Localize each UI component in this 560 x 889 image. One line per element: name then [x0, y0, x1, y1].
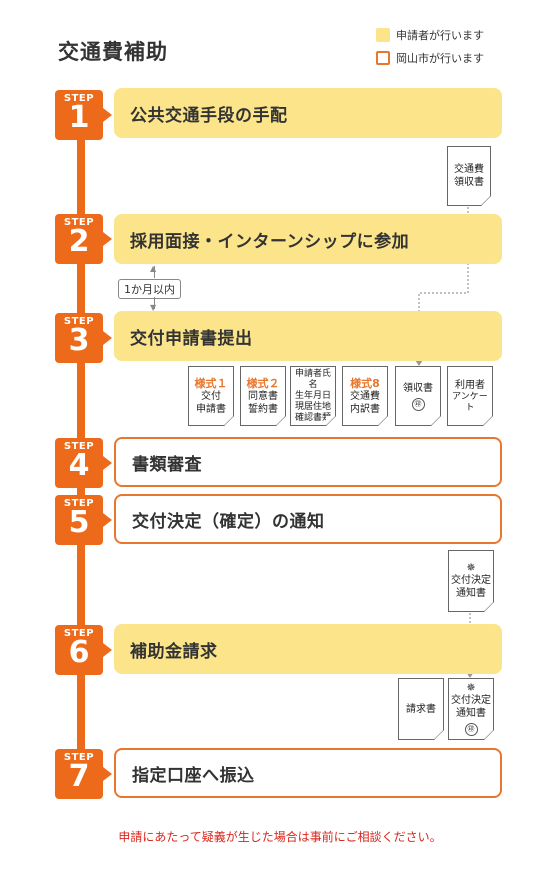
doc-decision-notice: ✵ 交付決定 通知書 — [448, 550, 494, 612]
legend-city-swatch — [376, 51, 390, 65]
doc-line: 領収書 — [454, 177, 484, 188]
step-number: 7 — [68, 759, 90, 794]
step-3-bar: 交付申請書提出 — [114, 311, 502, 361]
doc-line: 利用者 — [455, 379, 485, 391]
emblem-icon: ✵ — [466, 681, 476, 694]
legend-city-label: 岡山市が行います — [396, 52, 484, 65]
step-6-badge: STEP 6 — [55, 625, 112, 675]
step-number: 5 — [68, 505, 90, 540]
step-label: STEP — [63, 628, 95, 639]
page-title: 交通費補助 — [58, 40, 168, 64]
doc-form-number: 様式２ — [246, 376, 280, 390]
doc-id-confirmation: 申請者氏名 生年月日 現居住地 確認書類 — [290, 366, 336, 426]
arrow-up-icon: ▲ — [150, 264, 157, 273]
step-4-bar: 書類審査 — [114, 437, 502, 487]
legend-applicant-swatch — [376, 28, 390, 42]
legend-city: 岡山市が行います — [376, 50, 484, 66]
doc-line: 現居住地 — [294, 401, 331, 412]
doc-line: 交付決定 — [451, 695, 491, 706]
step-1-badge: STEP 1 — [55, 90, 112, 140]
arrow-down-icon: ▼ — [150, 303, 157, 312]
footer-note: 申請にあたって疑義が生じた場合は事前にご相談ください。 — [118, 830, 442, 844]
emblem-icon: ✵ — [466, 561, 476, 574]
duration-label: 1か月以内 — [118, 279, 181, 299]
doc-line: 交付 — [201, 390, 221, 402]
legend-applicant: 申請者が行います — [376, 27, 484, 43]
doc-line: 交通費 — [350, 390, 380, 402]
doc-form1: 様式１ 交付 申請書 — [188, 366, 234, 426]
doc-line: 内訳書 — [350, 403, 380, 415]
step-label: STEP — [63, 93, 95, 104]
doc-form8: 様式8 交通費 内訳書 — [342, 366, 388, 426]
duration-arrow-up — [154, 266, 155, 278]
step-label: STEP — [63, 217, 95, 228]
step-number: 6 — [68, 635, 90, 670]
doc-line: 請求書 — [406, 703, 436, 715]
step-5-bar: 交付決定（確定）の通知 — [114, 494, 502, 544]
stamp-icon: ㊞ — [465, 723, 478, 736]
step-label: STEP — [63, 441, 95, 452]
step-2-bar: 採用面接・インターンシップに参加 — [114, 214, 502, 264]
doc-receipt: 領収書 ㊞ — [395, 366, 441, 426]
doc-line: 領収書 — [403, 382, 433, 394]
step-number: 1 — [68, 100, 90, 135]
doc-line: アンケート — [452, 391, 488, 413]
doc-decision-notice-2: ✵ 交付決定 通知書 ㊞ — [448, 678, 494, 740]
doc-invoice: 請求書 — [398, 678, 444, 740]
doc-form-number: 様式１ — [194, 376, 228, 390]
legend-applicant-label: 申請者が行います — [396, 29, 484, 42]
step-5-badge: STEP 5 — [55, 495, 112, 545]
doc-line: 交通費 — [454, 164, 484, 175]
step-number: 4 — [68, 448, 90, 483]
doc-line: 申請者氏名 — [294, 368, 331, 390]
step-3-badge: STEP 3 — [55, 313, 112, 363]
doc-transport-receipt: 交通費 領収書 — [447, 146, 491, 206]
stamp-icon: ㊞ — [412, 398, 425, 411]
step-number: 2 — [68, 224, 90, 259]
step-label: STEP — [63, 316, 95, 327]
doc-line: 通知書 — [456, 588, 486, 599]
doc-survey: 利用者 アンケート — [447, 366, 493, 426]
doc-line: 交付決定 — [451, 575, 491, 586]
step-label: STEP — [63, 752, 95, 763]
doc-line: 通知書 — [456, 708, 486, 719]
doc-line: 確認書類 — [294, 412, 331, 423]
step-7-bar: 指定口座へ振込 — [114, 748, 502, 798]
step-number: 3 — [68, 323, 90, 358]
doc-line: 同意書 — [248, 390, 278, 402]
step-2-badge: STEP 2 — [55, 214, 112, 264]
doc-line: 申請書 — [196, 403, 226, 415]
doc-line: 誓約書 — [248, 403, 278, 415]
step-label: STEP — [63, 498, 95, 509]
doc-line: 生年月日 — [294, 390, 331, 401]
step-4-badge: STEP 4 — [55, 438, 112, 488]
step-6-bar: 補助金請求 — [114, 624, 502, 674]
step-1-bar: 公共交通手段の手配 — [114, 88, 502, 138]
duration-arrow-down — [154, 297, 155, 309]
step-7-badge: STEP 7 — [55, 749, 112, 799]
doc-form2: 様式２ 同意書 誓約書 — [240, 366, 286, 426]
doc-form-number: 様式8 — [350, 376, 380, 390]
